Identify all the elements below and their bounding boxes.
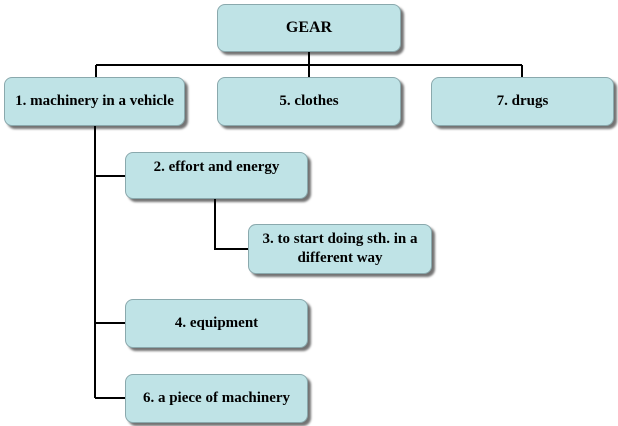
node-gear-root: GEAR <box>217 4 401 52</box>
node-label: 3. to start doing sth. in a different wa… <box>262 231 418 266</box>
node-start-doing-differently: 3. to start doing sth. in a different wa… <box>248 224 432 274</box>
node-piece-of-machinery: 6. a piece of machinery <box>125 374 308 423</box>
node-label: 4. equipment <box>174 315 259 332</box>
node-label: 7. drugs <box>496 93 549 110</box>
node-machinery-in-a-vehicle: 1. machinery in a vehicle <box>4 77 185 126</box>
node-label: GEAR <box>285 19 333 36</box>
connector-n2-to-n3 <box>214 199 248 250</box>
node-label: 2. effort and energy <box>153 159 280 175</box>
node-label: 1. machinery in a vehicle <box>15 93 174 110</box>
node-label: 6. a piece of machinery <box>142 390 291 407</box>
node-clothes: 5. clothes <box>217 77 401 126</box>
node-effort-and-energy: 2. effort and energy <box>125 152 308 199</box>
node-equipment: 4. equipment <box>125 299 308 348</box>
node-drugs: 7. drugs <box>431 77 614 126</box>
node-label: 5. clothes <box>279 93 339 110</box>
